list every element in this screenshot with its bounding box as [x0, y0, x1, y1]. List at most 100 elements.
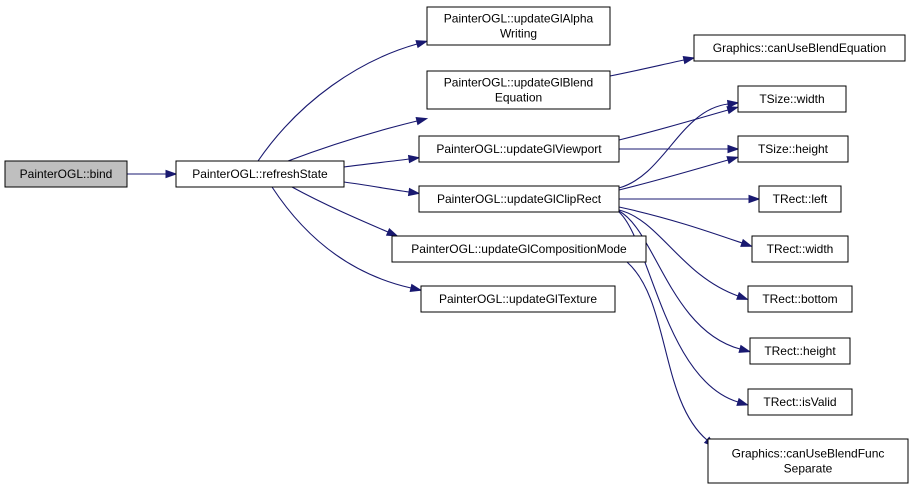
arrowhead	[736, 397, 750, 406]
node-label: PainterOGL::updateGlBlend	[444, 76, 593, 90]
edge-line	[343, 181, 410, 193]
node-rectLeft[interactable]: TRect::left	[758, 185, 842, 213]
node-box	[737, 85, 847, 113]
edge-refreshState-to-compMode	[291, 186, 399, 237]
node-box	[391, 235, 647, 263]
node-clipRect[interactable]: PainterOGL::updateGlClipRect	[418, 185, 620, 213]
node-box	[747, 285, 853, 313]
node-label: TRect::bottom	[762, 292, 837, 306]
edge-refreshState-to-clipRect	[343, 181, 421, 197]
node-label: Graphics::canUseBlendFunc	[732, 447, 885, 461]
node-label: PainterOGL::updateGlAlpha	[444, 12, 594, 26]
edge-clipRect-to-rectValid	[618, 211, 750, 406]
edge-refreshState-to-blendEq	[287, 117, 429, 162]
arrowhead	[726, 156, 740, 165]
node-box	[418, 135, 620, 163]
edge-line	[626, 261, 708, 441]
edge-bind-to-refreshState	[127, 169, 178, 179]
node-refreshState[interactable]: PainterOGL::refreshState	[175, 160, 345, 188]
arrowhead	[726, 99, 740, 109]
edge-line	[343, 158, 410, 168]
node-tsizeH[interactable]: TSize::height	[737, 135, 849, 163]
node-label: PainterOGL::updateGlCompositionMode	[411, 242, 627, 256]
edge-refreshState-to-texture	[271, 186, 423, 292]
arrowhead	[682, 55, 696, 65]
node-rectHeight[interactable]: TRect::height	[749, 337, 851, 365]
arrowhead	[415, 40, 429, 49]
edge-viewport-to-tsizeH	[619, 144, 740, 154]
edge-refreshState-to-viewport	[343, 154, 421, 168]
edge-compMode-to-canBlendFunc	[626, 261, 716, 448]
edge-line	[618, 210, 741, 350]
edge-line	[609, 59, 685, 77]
edge-refreshState-to-alpha	[257, 40, 429, 162]
node-rectBottom[interactable]: TRect::bottom	[747, 285, 853, 313]
arrowhead	[409, 283, 423, 292]
node-box	[749, 337, 851, 365]
edge-line	[257, 43, 418, 162]
edge-line	[618, 109, 729, 141]
arrowhead	[748, 194, 761, 204]
node-label: PainterOGL::bind	[20, 167, 113, 181]
node-label: TSize::width	[759, 92, 824, 106]
node-compMode[interactable]: PainterOGL::updateGlCompositionMode	[391, 235, 647, 263]
node-box	[693, 34, 906, 62]
node-label: Equation	[495, 91, 542, 105]
arrowhead	[407, 187, 421, 197]
node-label: PainterOGL::updateGlViewport	[436, 142, 602, 156]
edge-line	[271, 186, 412, 289]
edge-clipRect-to-rectWidth	[618, 206, 753, 247]
node-box	[707, 438, 909, 484]
node-viewport[interactable]: PainterOGL::updateGlViewport	[418, 135, 620, 163]
edge-viewport-to-tsizeW	[618, 106, 740, 141]
node-label: TRect::height	[764, 344, 836, 358]
arrowhead	[736, 291, 749, 300]
node-rectWidth[interactable]: TRect::width	[751, 235, 849, 263]
node-box	[737, 135, 849, 163]
node-label: Separate	[784, 462, 833, 476]
edge-clipRect-to-tsizeH	[618, 156, 740, 191]
arrowhead	[727, 144, 740, 154]
node-label: Graphics::canUseBlendEquation	[713, 41, 886, 55]
node-label: TRect::left	[773, 192, 828, 206]
node-box	[747, 388, 853, 416]
node-label: TRect::isValid	[763, 395, 836, 409]
node-rectValid[interactable]: TRect::isValid	[747, 388, 853, 416]
node-texture[interactable]: PainterOGL::updateGlTexture	[420, 285, 616, 313]
node-label: PainterOGL::updateGlTexture	[439, 292, 597, 306]
edge-line	[618, 211, 739, 403]
node-label: PainterOGL::refreshState	[192, 167, 328, 181]
arrowhead	[385, 227, 399, 237]
arrowhead	[740, 238, 753, 247]
edge-clipRect-to-rectBottom	[618, 209, 749, 300]
node-label: Writing	[500, 27, 537, 41]
arrowhead	[726, 106, 740, 115]
node-canBlendEq[interactable]: Graphics::canUseBlendEquation	[693, 34, 906, 62]
arrowhead	[415, 117, 429, 126]
node-label: TSize::height	[758, 142, 829, 156]
node-box	[420, 285, 616, 313]
node-bind: PainterOGL::bind	[4, 160, 128, 188]
node-box	[175, 160, 345, 188]
edge-clipRect-to-rectHeight	[618, 210, 752, 353]
arrowhead	[407, 154, 421, 164]
node-box	[751, 235, 849, 263]
node-box	[426, 6, 611, 46]
node-tsizeW[interactable]: TSize::width	[737, 85, 847, 113]
edge-clipRect-to-rectLeft	[619, 194, 761, 204]
edges-layer	[127, 40, 761, 448]
node-box	[426, 70, 611, 110]
arrowhead	[165, 169, 178, 179]
edge-clipRect-to-tsizeW	[618, 99, 740, 189]
arrowhead	[738, 344, 752, 353]
node-box	[758, 185, 842, 213]
node-box	[4, 160, 128, 188]
edge-line	[618, 103, 729, 189]
nodes-layer: PainterOGL::bind PainterOGL::refreshState…	[4, 6, 909, 484]
edge-line	[618, 159, 729, 191]
edge-blendEq-to-canBlendEq	[609, 55, 696, 77]
